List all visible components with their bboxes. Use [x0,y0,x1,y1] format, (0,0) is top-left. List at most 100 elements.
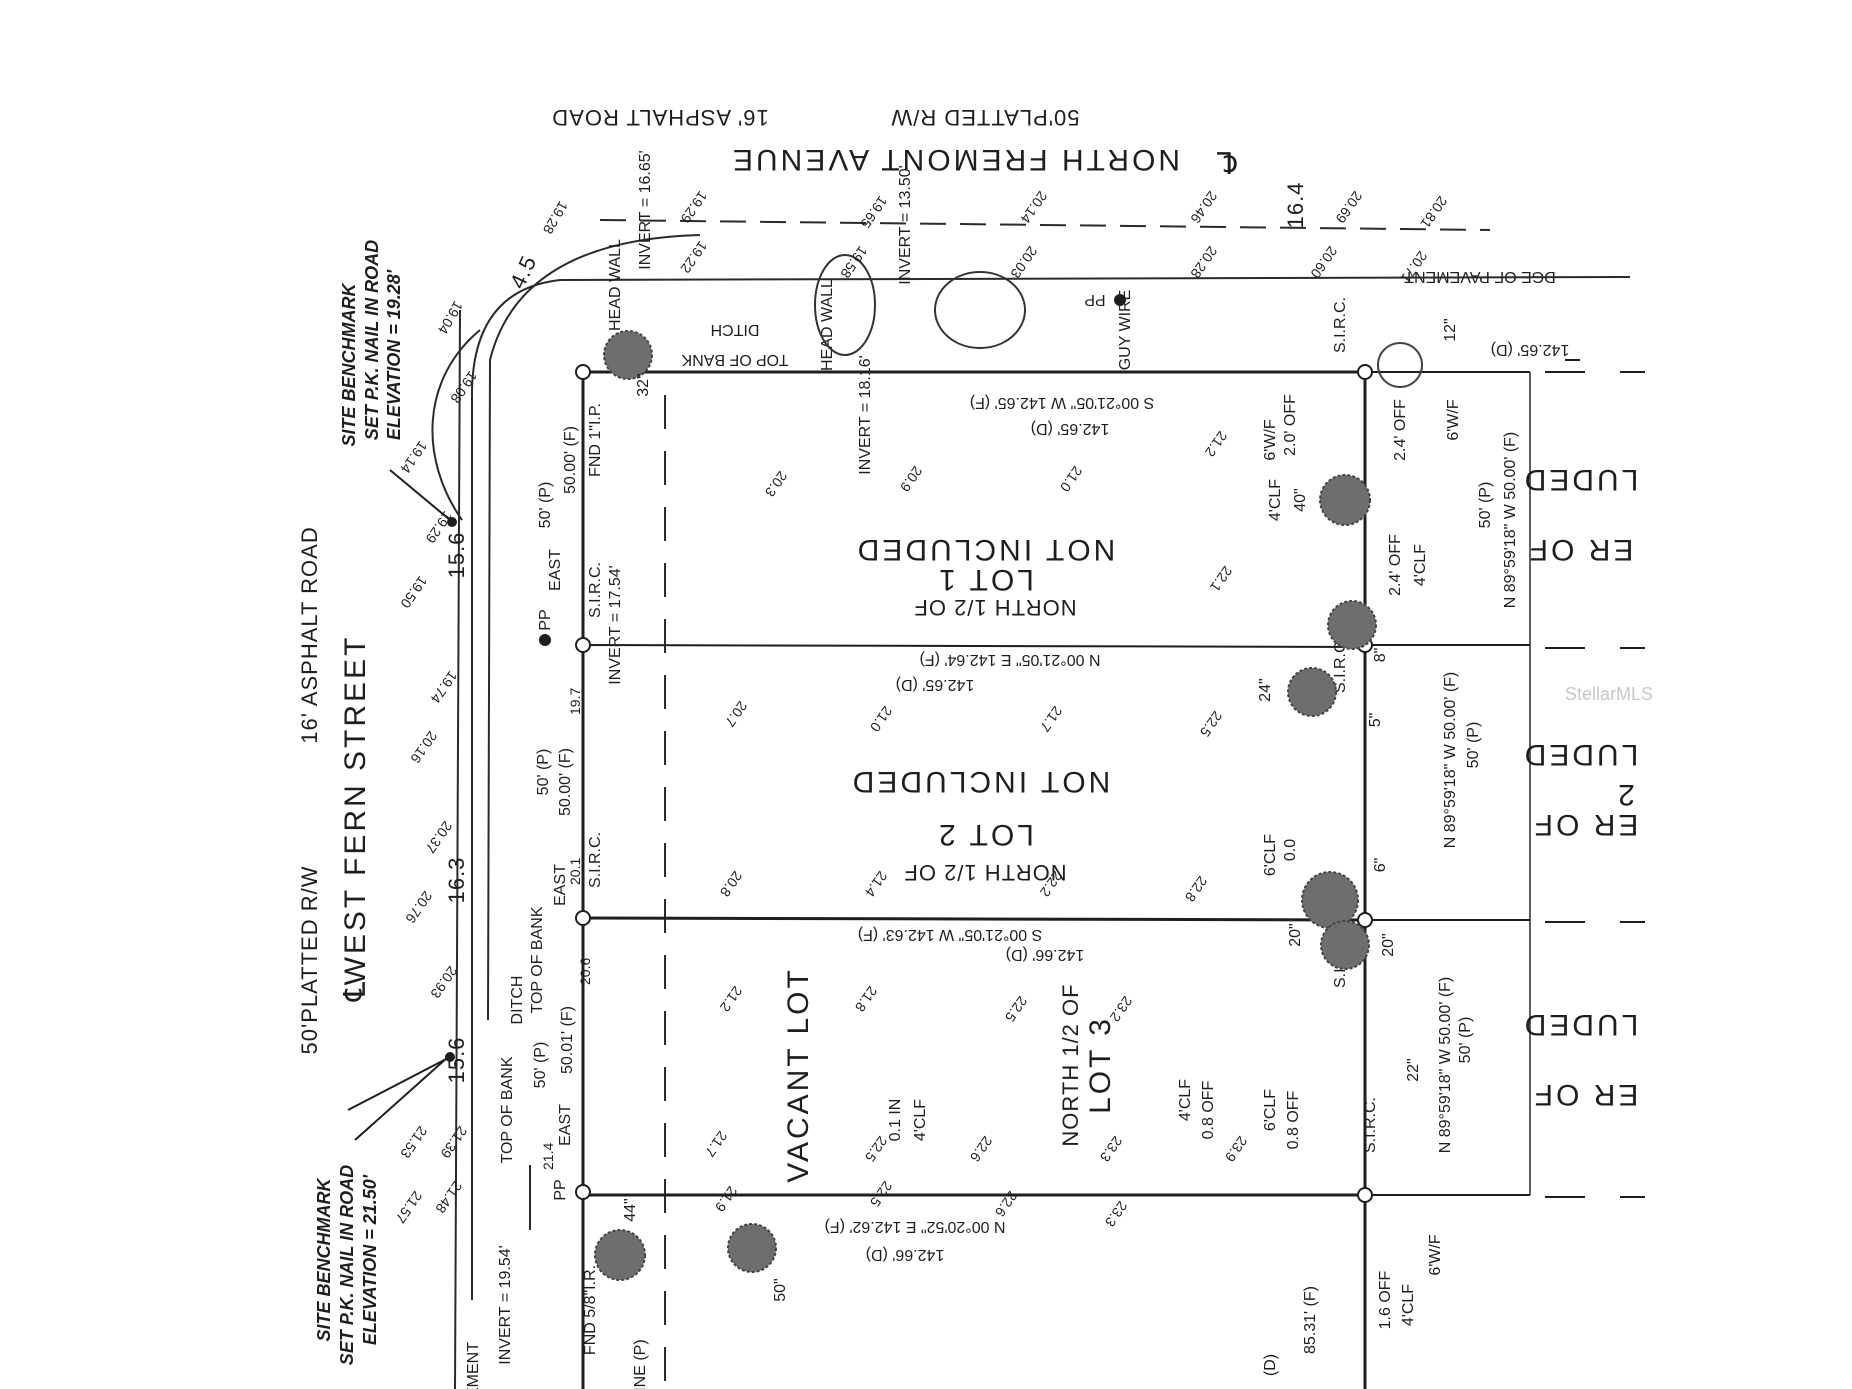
fence-label: 4'CLF [1177,1079,1194,1121]
lot-3-west-plat: 50' (P) [532,1042,549,1089]
spot-elevation: 20.16 [407,728,440,766]
lot-3-bearing: S 00°21'05" W 142.63' (F) [858,926,1043,943]
spot-elevation: 20.6 [577,958,593,985]
spot-elevation: 22.6 [992,1188,1021,1220]
spot-elevation: 22.6 [967,1133,996,1165]
spot-elevation: 21.9 [712,1183,741,1215]
easement-label: EMENT [465,1342,482,1389]
spot-elevation: 20.60 [1307,243,1340,281]
fence-offset: 0.8 OFF [1285,1090,1302,1149]
benchmark-1: SITE BENCHMARK SET P.K. NAIL IN ROAD ELE… [339,240,457,527]
south-line: N 00°20'52" E 142.62' (F) 142.66' (D) [825,1218,1006,1263]
fence-label: 6'W/F [1445,399,1462,441]
lot-1-line2: LOT 1 [936,563,1034,596]
north-pavement-edge [559,276,1631,281]
spot-elevation: 22.1 [1207,563,1236,595]
spot-elevation: 19.22 [677,238,710,276]
fence-offset: 0.0 [1282,839,1299,861]
north-row-label: 50'PLATTED R/W [891,105,1080,130]
west-street-name: WEST FERN STREET [339,635,372,986]
spot-elevation: 23.3 [1097,1133,1126,1165]
spot-elevation: 22.5 [1002,993,1031,1025]
neighbor-2-line2: 2 [1615,778,1635,811]
sirc-label: S.I.R.C. [1332,637,1349,693]
spot-elevation: 23.9 [1222,1133,1251,1165]
spot-elevation: 20.03 [1007,243,1040,281]
top-of-bank-label: TOP OF BANK [499,1056,516,1163]
south-bearing-deed: 142.66' (D) [866,1246,945,1263]
north-road-centerline [599,219,1491,231]
spot-elevation: 21.48 [432,1178,465,1216]
fence-offset: 0.1 IN [887,1099,904,1142]
east-dimension: 142.65' (D) [1491,341,1570,358]
spot-elevation: 19.7 [567,688,583,715]
pp-label: PP [1084,291,1105,308]
tree-size: 12" [1442,318,1459,341]
neighbor-1-line1: ER OF [1527,533,1634,566]
benchmark-2: SITE BENCHMARK SET P.K. NAIL IN ROAD ELE… [314,1052,455,1365]
neighbor-1-line2: LUDED [1522,463,1639,496]
spot-elevation: 21.0 [867,703,896,735]
watermark-text: StellarMLS [1565,684,1653,704]
fence-offset: 0.8 OFF [1200,1080,1217,1139]
spot-elevation: 20.3 [762,468,791,500]
neighbor-parcels: LUDED ER OF LUDED 2 ER OF LUDED ER OF [1522,463,1639,1111]
pp-marker [539,634,551,646]
invert-label: INVERT = 19.54' [497,1245,514,1364]
fence-offset: 2.0' OFF [1282,394,1299,456]
neighbor-2-line1: ER OF [1532,808,1639,841]
lot-2-line3: NOT INCLUDED [850,765,1110,798]
spot-elevation: 19.08 [447,368,480,406]
lot-1-bearing: S 00°21'05" W 142.65' (F) [970,394,1155,411]
fnd-ir-label: FND 5/8"I.R. [582,1265,599,1355]
spot-elevation: 19.04 [435,299,466,338]
spot-elevation: 20.81 [1417,193,1450,231]
guy-wire-label: GUY WIRE [1117,290,1134,371]
benchmark-2-line1: SITE BENCHMARK [314,1177,334,1342]
spot-elevation: 21.8 [852,983,881,1015]
tree-icon [1287,667,1337,717]
tree-icon [1320,920,1370,970]
spot-elevation: 20.7 [722,698,751,730]
monument-labels: FND 1"I.P. S.I.R.C. S.I.R.C. S.I.R.C. S.… [537,290,1379,1355]
spot-elevation: 21.7 [702,1128,731,1160]
pp-label: PP [537,609,554,630]
fence-offset: 2.4' OFF [1387,534,1404,596]
drainage-labels: INVERT = 16.65' INVERT = 13.50' INVERT =… [497,150,1026,1365]
pavement-width: 16.4 [1283,182,1308,229]
lot-3-east-field: N 89°59'18" W 50.00' (F) [1437,977,1454,1153]
fence-offset: 1.6 OFF [1377,1270,1394,1329]
spot-elevation: 19.28 [540,199,571,238]
pp-label: PP [552,1179,569,1200]
tree-size: 5" [1367,713,1384,728]
neighbor-2-line3: LUDED [1522,738,1639,771]
corner-monuments [575,364,1373,1203]
spot-elevation: 19.58 [837,243,870,281]
lot-line-2-3 [582,916,1366,922]
top-of-bank-label: TOP OF BANK [529,906,546,1013]
spot-elevation: 21.7 [1037,703,1066,735]
line-plat-label: LINE (P) [632,1339,649,1389]
lot-1-line1: NORTH 1/2 OF [913,595,1076,620]
tree-icon [603,330,653,380]
lot-1-west-plat: 50' (P) [537,482,554,529]
benchmark-2-line3: ELEVATION = 21.50' [360,1174,380,1345]
tree-icon [727,1223,777,1273]
spot-elevation: 21.57 [392,1188,425,1226]
tree-size: 20" [1380,933,1397,956]
lot-1-line3: NOT INCLUDED [855,533,1115,566]
fnd-ip-label: FND 1"I.P. [587,403,604,477]
lot-boundaries [575,359,1645,1389]
tree-size: 44" [622,1198,639,1221]
headwall-label: HEAD WALL [819,279,836,371]
parcel-outline [581,370,1367,1197]
top-of-bank-label: TOP OF BANK [681,351,788,368]
tree-size: 6" [1372,858,1389,873]
headwall-label: HEAD WALL [607,239,624,331]
tree-icon [1319,474,1371,526]
ditch-label: DITCH [711,321,760,338]
invert-label: INVERT = 16.65' [637,150,654,269]
spot-elevation: 23.3 [1102,1198,1131,1230]
sirc-label: S.I.R.C. [1332,297,1349,353]
lot-1-east-plat: 50' (P) [1477,482,1494,529]
